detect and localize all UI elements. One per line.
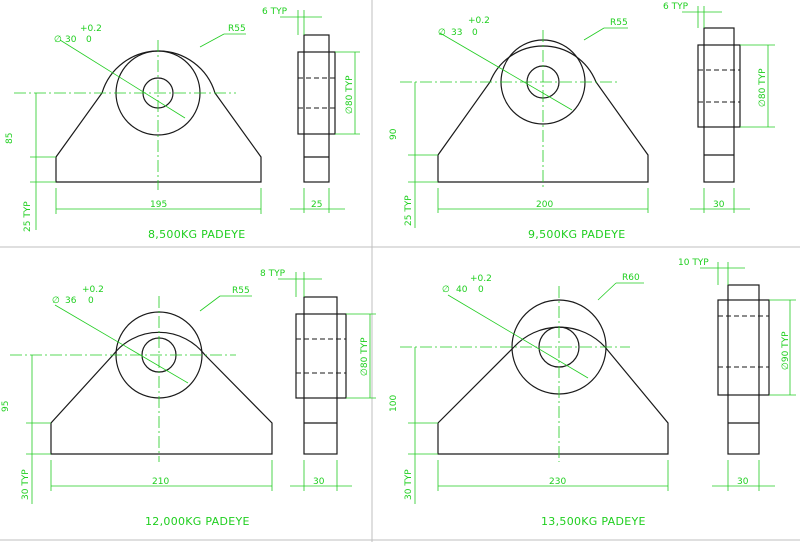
- cheek-thickness-label: 6 TYP: [663, 2, 689, 12]
- bore-tolerance-lower: 0: [472, 28, 478, 38]
- plate-thickness-label: 30: [713, 200, 725, 210]
- cheek-thickness-label: 8 TYP: [260, 269, 286, 279]
- panel-title: 12,000KG PADEYE: [145, 515, 250, 528]
- base-thickness-label: 30 TYP: [21, 469, 31, 500]
- plate-thickness-label: 25: [311, 200, 322, 210]
- bore-tolerance-upper: +0.2: [470, 274, 492, 284]
- base-width-label: 200: [536, 200, 553, 210]
- cheek-thickness-label: 10 TYP: [678, 258, 709, 268]
- base-width-label: 195: [150, 200, 167, 210]
- bore-diameter-symbol: ∅: [54, 35, 62, 45]
- bore-leader: [447, 294, 589, 379]
- bore-tolerance-lower: 0: [86, 35, 92, 45]
- bore-diameter-label: 30: [65, 35, 77, 45]
- radius-label: R55: [232, 286, 250, 296]
- bore-leader: [54, 304, 189, 384]
- bore-diameter-symbol: ∅: [442, 285, 450, 295]
- radius-label: R55: [228, 24, 246, 34]
- panel-title: 13,500KG PADEYE: [541, 515, 646, 528]
- side-view: [700, 262, 796, 491]
- front-view: [400, 282, 669, 504]
- bore-tolerance-lower: 0: [88, 296, 94, 306]
- cheek-thickness-label: 6 TYP: [262, 7, 288, 17]
- bore-diameter-symbol: ∅: [52, 296, 60, 306]
- side-plate: [727, 284, 760, 455]
- bore-tolerance-lower: 0: [478, 285, 484, 295]
- bore-diameter-label: 36: [65, 296, 77, 306]
- bore-diameter-symbol: ∅: [438, 28, 446, 38]
- base-thickness-label: 25 TYP: [404, 195, 414, 226]
- plate-outline: [437, 326, 669, 455]
- base-thickness-label: 30 TYP: [404, 469, 414, 500]
- bore-tolerance-upper: +0.2: [82, 285, 104, 295]
- plate-outline: [437, 45, 649, 183]
- side-cheeks: [297, 51, 336, 135]
- panel-title: 9,500KG PADEYE: [528, 228, 625, 241]
- side-plate: [303, 296, 338, 455]
- plate-outline: [55, 50, 262, 183]
- front-view: [10, 295, 273, 504]
- side-cheeks: [697, 44, 741, 128]
- bore-diameter-label: 33: [451, 28, 462, 38]
- radius-label: R60: [622, 273, 640, 283]
- padeye-panel-12000: ∅ 36 +0.2 0 R55 95 30 TYP 210 8 TYP ∅80 …: [1, 269, 376, 528]
- plate-thickness-label: 30: [737, 477, 749, 487]
- base-thickness-label: 25 TYP: [23, 201, 33, 232]
- front-view: [14, 33, 262, 230]
- plate-thickness-label: 30: [313, 477, 325, 487]
- radius-leader: [597, 282, 617, 301]
- front-view: [400, 27, 649, 228]
- cheek-diameter-label: ∅90 TYP: [781, 331, 791, 370]
- side-cheeks: [717, 299, 770, 396]
- radius-leader: [199, 295, 221, 312]
- cheek-diameter-label: ∅80 TYP: [360, 337, 370, 376]
- bore-tolerance-upper: +0.2: [80, 24, 102, 34]
- bore-leader: [439, 32, 573, 111]
- height-label: 90: [389, 128, 399, 140]
- panel-title: 8,500KG PADEYE: [148, 228, 245, 241]
- side-plate: [303, 34, 330, 183]
- padeye-panel-9500: ∅ 33 +0.2 0 R55 90 25 TYP 200 6 TYP ∅80 …: [389, 2, 775, 241]
- height-label: 100: [389, 395, 399, 412]
- side-view: [682, 6, 775, 213]
- side-cheeks: [295, 313, 347, 399]
- bore-diameter-label: 40: [456, 285, 468, 295]
- plate-outline: [50, 331, 273, 455]
- side-view: [280, 10, 360, 213]
- side-view: [278, 272, 376, 491]
- cheek-diameter-label: ∅80 TYP: [758, 68, 768, 107]
- radius-leader: [583, 27, 605, 41]
- height-label: 85: [5, 133, 15, 144]
- bore-tolerance-upper: +0.2: [468, 16, 490, 26]
- bore-leader: [59, 39, 186, 119]
- base-width-label: 230: [549, 477, 566, 487]
- base-width-label: 210: [152, 477, 169, 487]
- height-label: 95: [1, 401, 11, 412]
- cheek-diameter-label: ∅80 TYP: [345, 75, 355, 114]
- radius-leader: [199, 33, 225, 48]
- side-plate: [703, 27, 735, 183]
- padeye-panel-13500: ∅ 40 +0.2 0 R60 100 30 TYP 230 10 TYP ∅9…: [389, 258, 796, 528]
- radius-label: R55: [610, 18, 628, 28]
- padeye-panel-8500: ∅ 30 +0.2 0 R55 85 25 TYP 195 6 TYP ∅80 …: [5, 7, 360, 241]
